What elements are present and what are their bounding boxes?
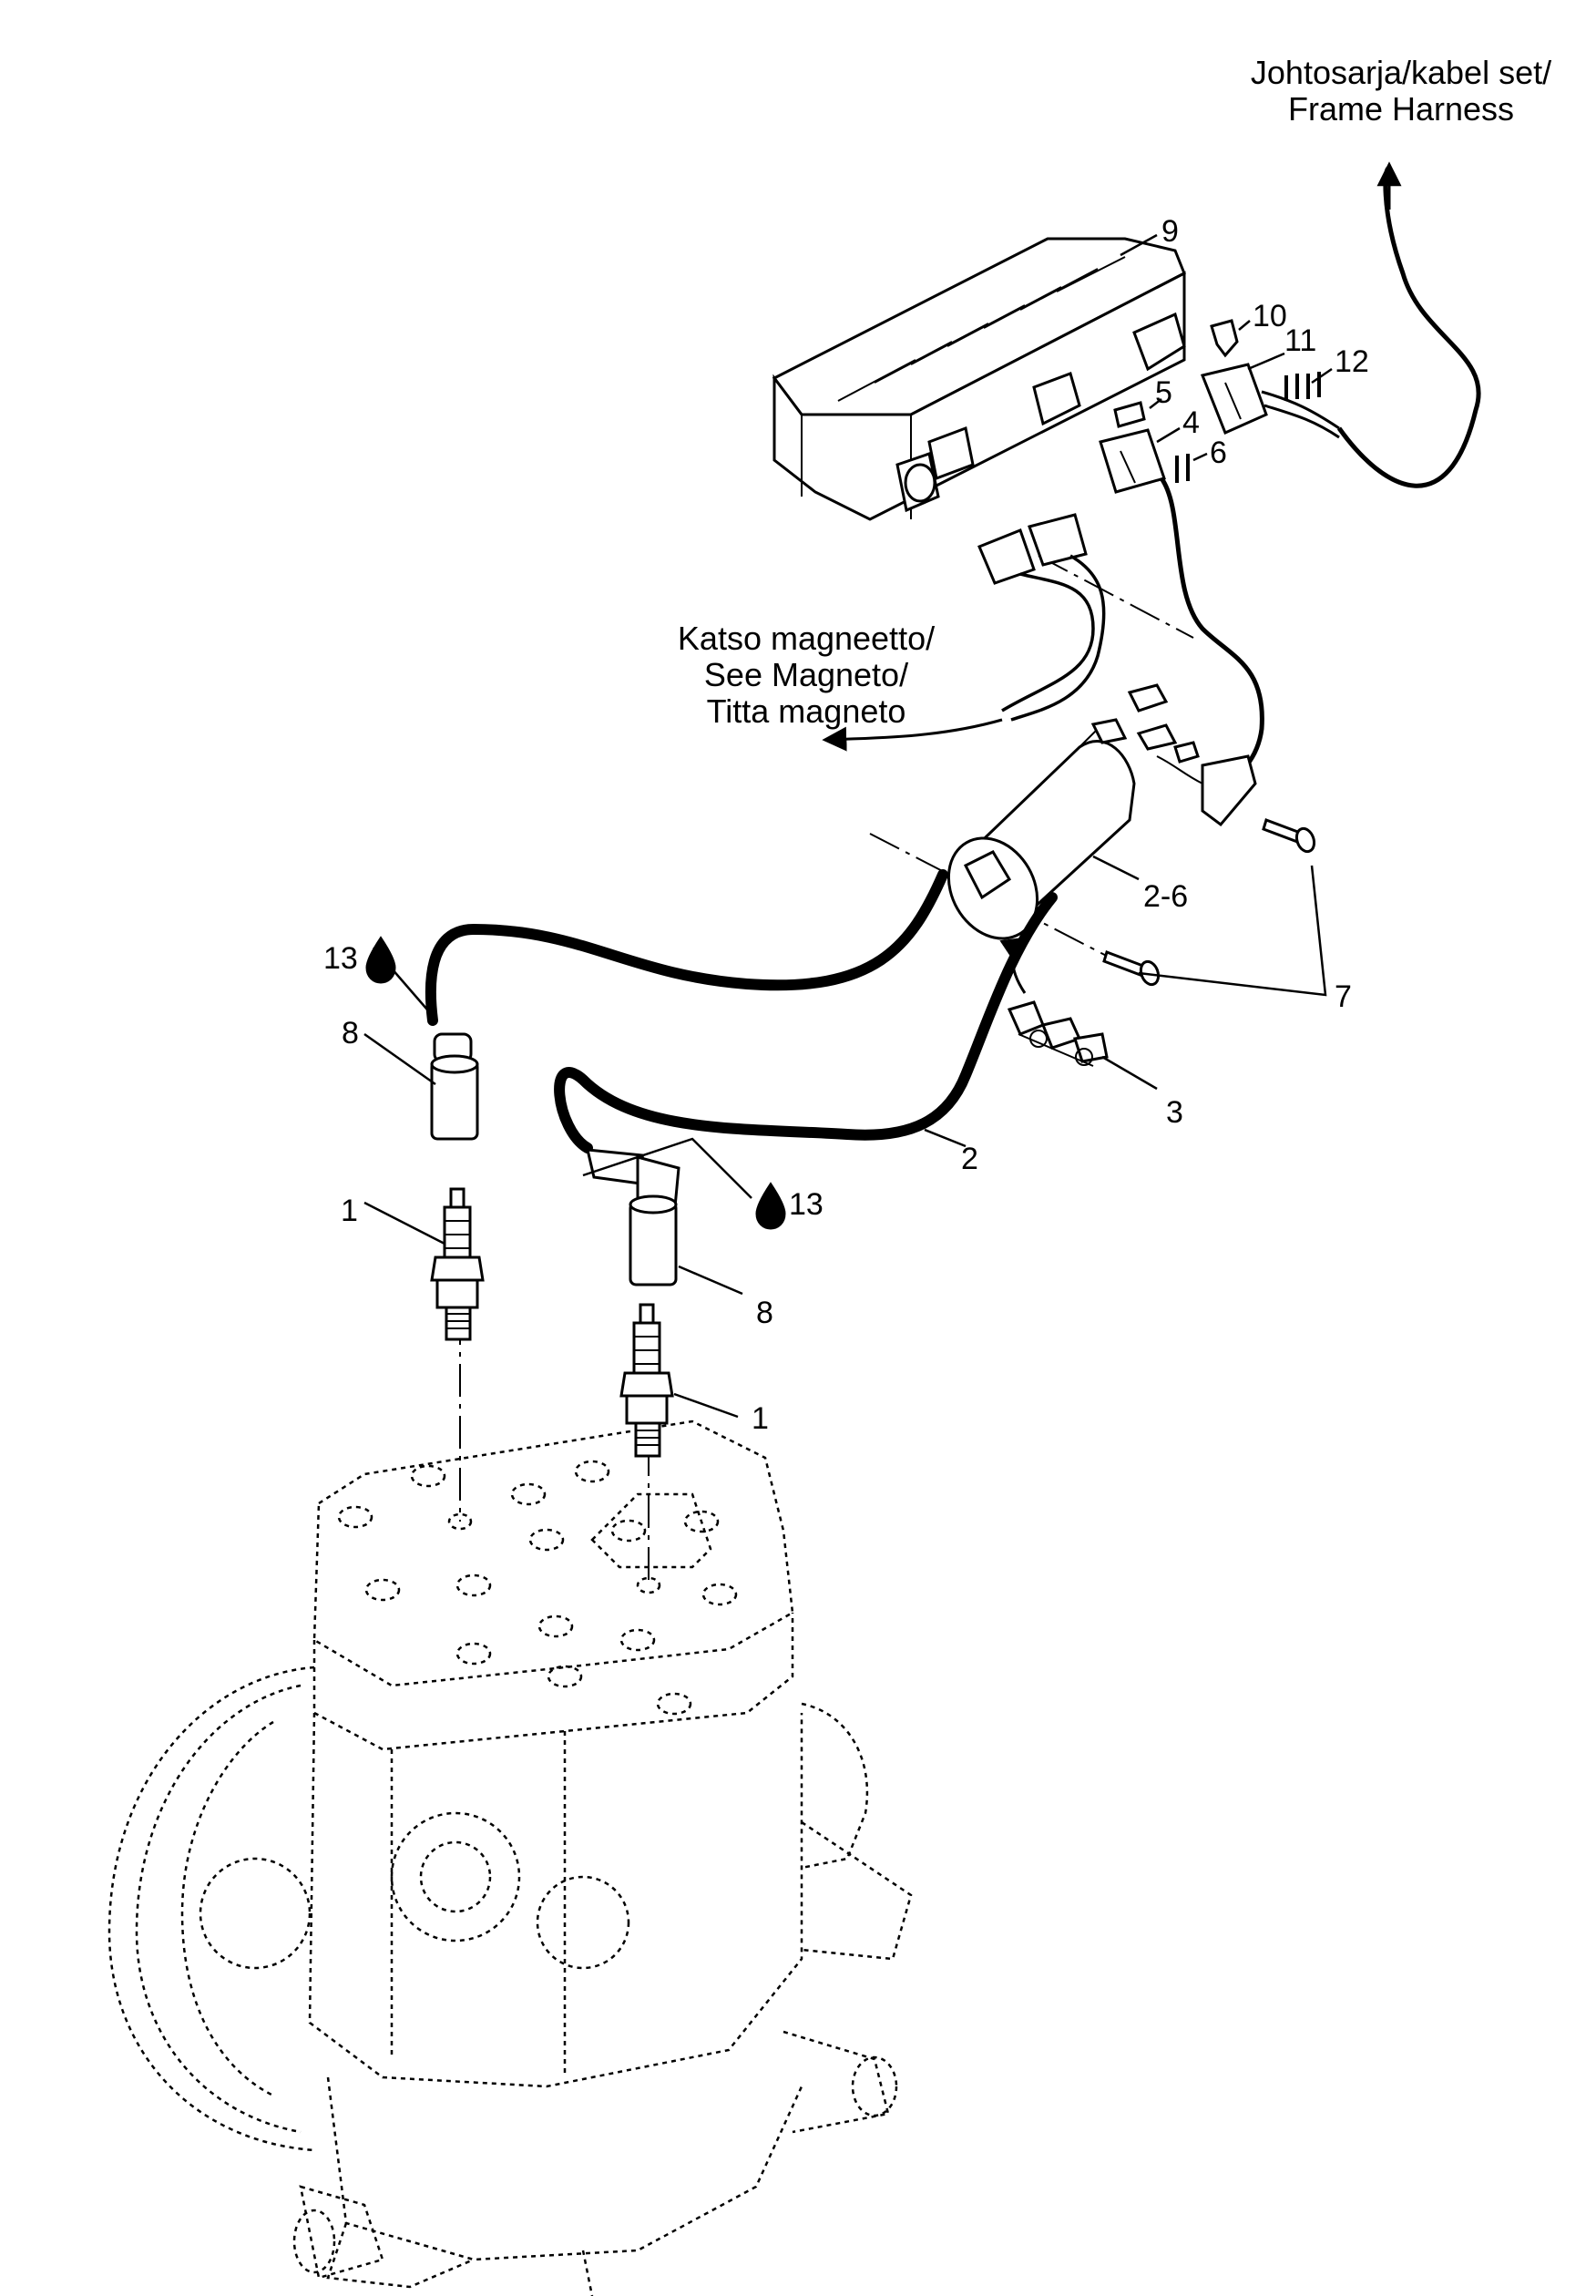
callout-9: 9 [1161,214,1179,249]
callout-6: 6 [1210,436,1227,470]
note-magneto-line-3: Titta magneto [707,692,906,730]
screws [1102,818,1316,987]
callout-10: 10 [1253,299,1287,333]
callout-2-6: 2-6 [1143,879,1188,914]
note-magneto-line-2: See Magneto/ [704,656,908,693]
spark-plug-cap-left [430,1032,479,1141]
callout-11: 11 [1284,323,1316,358]
drop-icon [365,936,396,984]
callout-8-left: 8 [342,1016,359,1051]
note-magneto: Katso magneetto/ See Magneto/ Titta magn… [678,620,935,730]
callout-4: 4 [1182,405,1200,440]
note-frame-harness: Johtosarja/kabel set/ Frame Harness [1251,54,1551,128]
leader-lines [363,233,1333,1419]
callout-12: 12 [1335,344,1369,379]
spark-plug-right [619,1303,674,1458]
callout-7: 7 [1335,979,1352,1014]
drop-icon [755,1182,786,1230]
engine-outline [107,1420,913,2296]
callout-1-right: 1 [752,1401,769,1436]
callout-13-upper: 13 [323,941,358,976]
spark-plug-left [430,1187,485,1341]
connector-parts [1099,319,1340,494]
magneto-connectors [822,513,1106,752]
callout-1-left: 1 [341,1194,358,1228]
cable-clip [1007,1000,1109,1067]
note-magneto-line-1: Katso magneetto/ [678,620,935,657]
high-tension-cables [425,869,1058,1153]
note-harness-line-2: Frame Harness [1288,90,1514,128]
callout-5: 5 [1155,375,1172,410]
frame-harness-wire [1336,166,1481,488]
callout-3: 3 [1166,1095,1183,1130]
cdi-module [772,237,1186,521]
ignition-coil [946,683,1257,940]
spark-plug-cap-right [586,1148,680,1286]
note-harness-line-1: Johtosarja/kabel set/ [1251,54,1551,91]
callout-labels: 1 1 2 2-6 3 4 5 6 7 8 8 9 10 11 12 13 13 [323,214,1369,1436]
callout-13-lower: 13 [789,1187,824,1222]
callout-2: 2 [961,1142,978,1176]
callout-8-right: 8 [756,1296,773,1330]
